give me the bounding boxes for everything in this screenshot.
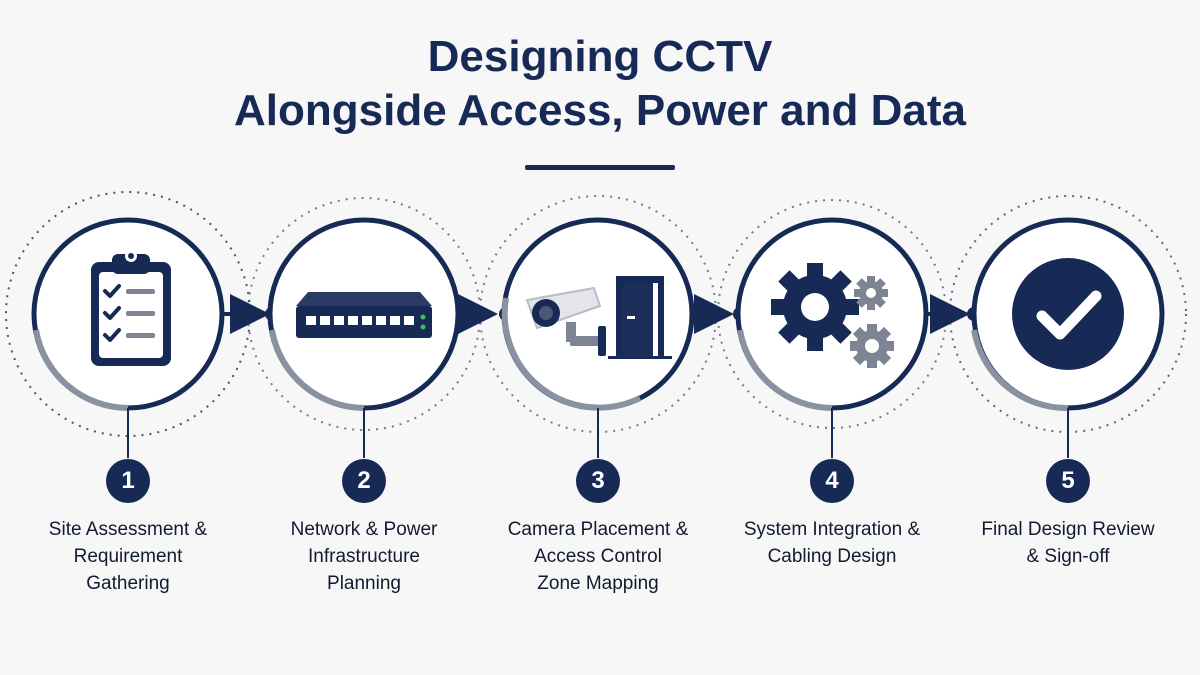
step-4-label: System Integration & Cabling Design <box>722 516 942 570</box>
step-2-number: 2 <box>342 459 386 503</box>
step-1-label-line: Site Assessment & <box>48 519 208 540</box>
title-line-2: Alongside Access, Power and Data <box>234 86 966 135</box>
title-underline <box>525 165 675 170</box>
step-5-node <box>949 195 1187 458</box>
step-3-node <box>479 195 717 458</box>
step-4-number: 4 <box>810 459 854 503</box>
cctv-camera-icon <box>525 286 606 356</box>
step-3-number: 3 <box>576 459 620 503</box>
step-1-label-line: Gathering <box>86 573 170 594</box>
step-3-label-line: Zone Mapping <box>537 573 659 594</box>
step-1-label-line: Requirement <box>73 546 183 567</box>
step-3-label-line: Camera Placement & <box>507 519 689 540</box>
step-1-node <box>5 191 251 458</box>
camera-door-icon <box>525 276 672 359</box>
step-5-number: 5 <box>1046 459 1090 503</box>
step-2-label-line: Network & Power <box>290 519 438 540</box>
step-2-label-line: Infrastructure <box>308 546 420 567</box>
step-5-label: Final Design Review & Sign-off <box>958 516 1178 570</box>
step-5-label-line: & Sign-off <box>1026 546 1110 567</box>
checkmark-icon <box>1012 258 1124 370</box>
title-line-1: Designing CCTV <box>427 32 773 81</box>
step-1-label: Site Assessment & Requirement Gathering <box>18 516 238 597</box>
door-icon <box>608 276 672 359</box>
gears-icon <box>771 263 894 368</box>
step-2-label-line: Planning <box>327 573 401 594</box>
step-5-label-line: Final Design Review <box>981 519 1155 540</box>
step-1-number: 1 <box>106 459 150 503</box>
page-title: Designing CCTV Alongside Access, Power a… <box>0 30 1200 138</box>
network-switch-icon <box>296 292 432 338</box>
step-2-label: Network & Power Infrastructure Planning <box>254 516 474 597</box>
step-4-node <box>717 199 947 458</box>
step-3-label-line: Access Control <box>534 546 662 567</box>
step-2-node <box>247 197 481 458</box>
clipboard-checklist-icon <box>91 250 171 366</box>
step-4-label-line: Cabling Design <box>767 546 897 567</box>
step-3-label: Camera Placement & Access Control Zone M… <box>488 516 708 597</box>
step-4-label-line: System Integration & <box>743 519 921 540</box>
